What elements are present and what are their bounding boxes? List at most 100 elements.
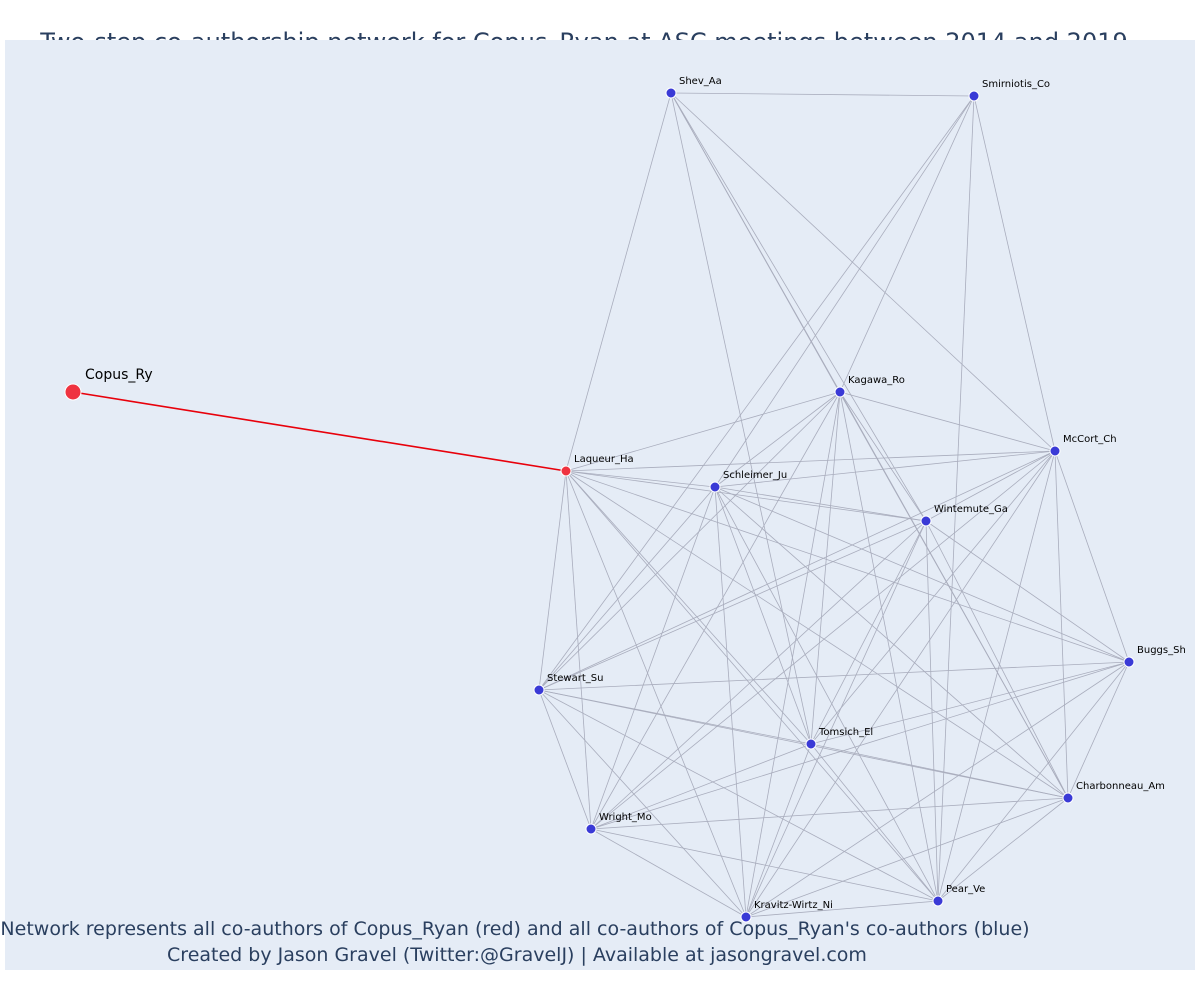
node-charbonneau_am[interactable] xyxy=(1062,792,1074,804)
node-smirniotis_co[interactable] xyxy=(968,90,980,102)
node-label-buggs_sh: Buggs_Sh xyxy=(1137,645,1186,656)
edge xyxy=(670,92,812,745)
node-wintemute_ga[interactable] xyxy=(920,515,932,527)
edge xyxy=(745,797,1069,918)
edge xyxy=(937,797,1069,902)
node-stewart_su[interactable] xyxy=(533,684,545,696)
edge xyxy=(810,743,939,902)
edge xyxy=(538,689,939,902)
node-label-charbonneau_am: Charbonneau_Am xyxy=(1076,781,1165,792)
edge xyxy=(745,900,939,918)
edge xyxy=(714,486,927,522)
node-laqueur_ha[interactable] xyxy=(560,465,572,477)
edge xyxy=(1054,450,1130,663)
edge xyxy=(714,95,975,488)
edge xyxy=(590,520,927,830)
edge xyxy=(538,661,1130,691)
edge xyxy=(925,520,1130,663)
node-mccort_ch[interactable] xyxy=(1049,445,1061,457)
edge xyxy=(714,486,747,918)
edge xyxy=(714,391,841,488)
edge xyxy=(565,470,939,902)
node-buggs_sh[interactable] xyxy=(1123,656,1135,668)
edge xyxy=(745,391,841,918)
edge xyxy=(538,470,567,691)
caption-line-1: Network represents all co-authors of Cop… xyxy=(0,918,1030,940)
edge xyxy=(810,391,841,745)
edge xyxy=(1054,450,1069,799)
edge xyxy=(590,391,841,830)
edge xyxy=(590,828,747,918)
edge xyxy=(565,470,1069,799)
edge xyxy=(810,743,1069,799)
edge xyxy=(810,450,1056,745)
edge xyxy=(590,486,716,830)
edge xyxy=(925,450,1056,522)
edge xyxy=(565,470,927,522)
node-label-pear_ve: Pear_Ve xyxy=(946,884,985,895)
edge xyxy=(538,689,747,918)
edge xyxy=(565,470,812,745)
node-copus_ry[interactable] xyxy=(64,383,82,401)
edge xyxy=(590,797,1069,830)
node-label-kravitz-wirtz_ni: Kravitz-Wirtz_Ni xyxy=(754,900,833,911)
edge xyxy=(937,95,975,902)
edge xyxy=(565,470,592,830)
edge xyxy=(538,95,975,691)
edge xyxy=(565,450,1056,472)
edge xyxy=(538,450,1056,691)
edge xyxy=(937,661,1130,902)
edge xyxy=(538,391,841,691)
edges-layer xyxy=(72,92,1130,918)
node-label-schleimer_ju: Schleimer_Ju xyxy=(723,470,787,481)
node-tomsich_el[interactable] xyxy=(805,738,817,750)
edge xyxy=(590,828,939,902)
node-pear_ve[interactable] xyxy=(932,895,944,907)
edge xyxy=(745,743,812,918)
edge xyxy=(538,689,592,830)
nodes-layer xyxy=(64,87,1135,923)
edge xyxy=(538,520,927,691)
caption-line-2: Created by Jason Gravel (Twitter:@Gravel… xyxy=(167,944,867,966)
edge xyxy=(590,661,1130,830)
node-label-smirniotis_co: Smirniotis_Co xyxy=(982,79,1050,90)
edge xyxy=(973,95,1056,452)
edge xyxy=(714,486,1130,663)
node-label-wright_mo: Wright_Mo xyxy=(599,812,652,823)
edge xyxy=(670,92,1056,452)
edge xyxy=(538,689,1069,799)
edge xyxy=(714,450,1056,488)
edge xyxy=(745,450,1056,918)
edge xyxy=(590,743,812,830)
edge xyxy=(925,520,939,902)
edge xyxy=(565,92,672,472)
node-kravitz-wirtz_ni[interactable] xyxy=(740,911,752,923)
edge xyxy=(745,520,927,918)
edge xyxy=(839,391,1069,799)
edge xyxy=(714,486,812,745)
edge xyxy=(714,486,939,902)
node-label-wintemute_ga: Wintemute_Ga xyxy=(934,504,1008,515)
node-shev_aa[interactable] xyxy=(665,87,677,99)
node-label-shev_aa: Shev_Aa xyxy=(679,76,722,87)
node-schleimer_ju[interactable] xyxy=(709,481,721,493)
node-label-copus_ry: Copus_Ry xyxy=(85,367,153,383)
node-label-kagawa_ro: Kagawa_Ro xyxy=(848,375,905,386)
edge xyxy=(565,470,1130,663)
edge xyxy=(1067,661,1130,799)
edge xyxy=(538,486,716,691)
node-wright_mo[interactable] xyxy=(585,823,597,835)
edge xyxy=(565,470,716,488)
edge xyxy=(839,391,939,902)
edge xyxy=(839,391,1056,452)
node-kagawa_ro[interactable] xyxy=(834,386,846,398)
edge xyxy=(925,520,1069,799)
edge xyxy=(839,95,975,393)
edge xyxy=(839,391,927,522)
edge xyxy=(810,661,1130,745)
edge xyxy=(714,486,1069,799)
focal-edge xyxy=(72,391,567,472)
edge xyxy=(565,391,841,472)
